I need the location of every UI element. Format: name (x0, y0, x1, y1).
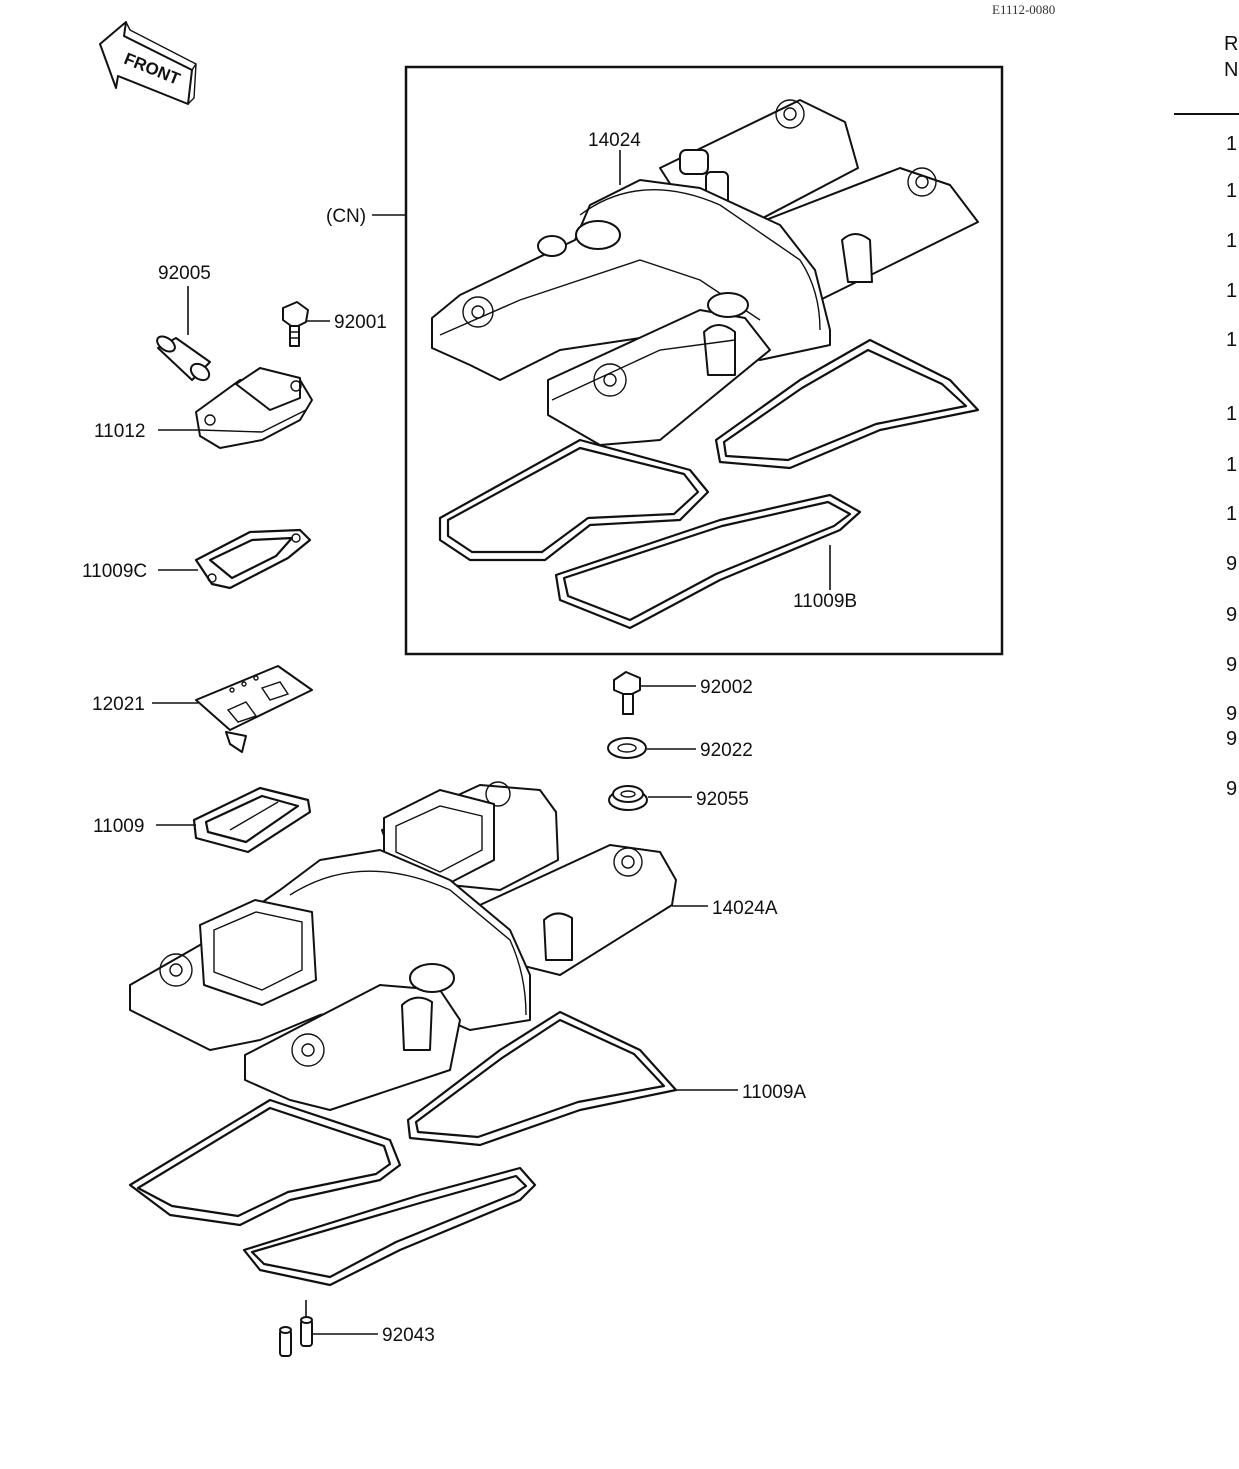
gasket-upper-set (438, 338, 980, 630)
label-92005: 92005 (158, 263, 211, 284)
ref-row: 9 (1226, 604, 1237, 626)
grommet-92055-icon (608, 785, 648, 811)
front-arrow-icon: FRONT (99, 21, 198, 105)
plate-12021-icon (195, 665, 313, 753)
ref-row: 1 (1226, 403, 1237, 425)
dowel-pins-92043-icon (279, 1300, 313, 1357)
label-92001: 92001 (334, 312, 387, 333)
label-92022: 92022 (700, 740, 753, 761)
breather-cover-11012-icon (195, 367, 313, 449)
cylinder-head-cover-lower (129, 781, 677, 1111)
ref-row: 1 (1226, 329, 1237, 351)
label-11009: 11009 (93, 816, 144, 837)
ref-row: 1 (1226, 180, 1237, 202)
label-11012: 11012 (94, 421, 145, 442)
ref-row: 9 (1226, 654, 1237, 676)
ref-row: 1 (1226, 133, 1237, 155)
gasket-11009C-icon (194, 528, 312, 590)
label-11009A: 11009A (742, 1082, 806, 1103)
label-11009C: 11009C (82, 561, 147, 582)
cn-set-frame (372, 65, 1004, 656)
ref-row: 9 (1226, 728, 1237, 750)
label-14024A: 14024A (712, 898, 778, 919)
label-92002: 92002 (700, 677, 753, 698)
label-12021: 12021 (92, 694, 145, 715)
ref-header-line2: N (1224, 59, 1238, 81)
cylinder-head-cover-upper (431, 99, 979, 446)
ref-row: 1 (1226, 230, 1237, 252)
image-code: E1112-0080 (992, 2, 1055, 17)
gasket-11009-icon (192, 786, 312, 854)
label-11009B: 11009B (793, 591, 857, 612)
ref-row: 1 (1226, 454, 1237, 476)
ref-table-fragment: R N 1 1 1 1 1 1 1 1 9 9 9 9 9 9 (1174, 33, 1239, 800)
ref-row: 9 (1226, 553, 1237, 575)
ref-row: 9 (1226, 778, 1237, 800)
washer-92022-icon (607, 737, 647, 759)
label-92043: 92043 (382, 1325, 435, 1346)
set-label-cn: (CN) (326, 206, 366, 227)
plug-92005-icon (156, 335, 211, 382)
label-14024: 14024 (588, 130, 641, 151)
ref-row: 9 (1226, 703, 1237, 725)
ref-row: 1 (1226, 280, 1237, 302)
bolt-92001-icon (282, 301, 309, 347)
gasket-lower-set (128, 1010, 678, 1287)
ref-row: 1 (1226, 503, 1237, 525)
label-92055: 92055 (696, 789, 749, 810)
ref-header-line1: R (1224, 33, 1238, 55)
bolt-92002-icon (613, 671, 641, 715)
